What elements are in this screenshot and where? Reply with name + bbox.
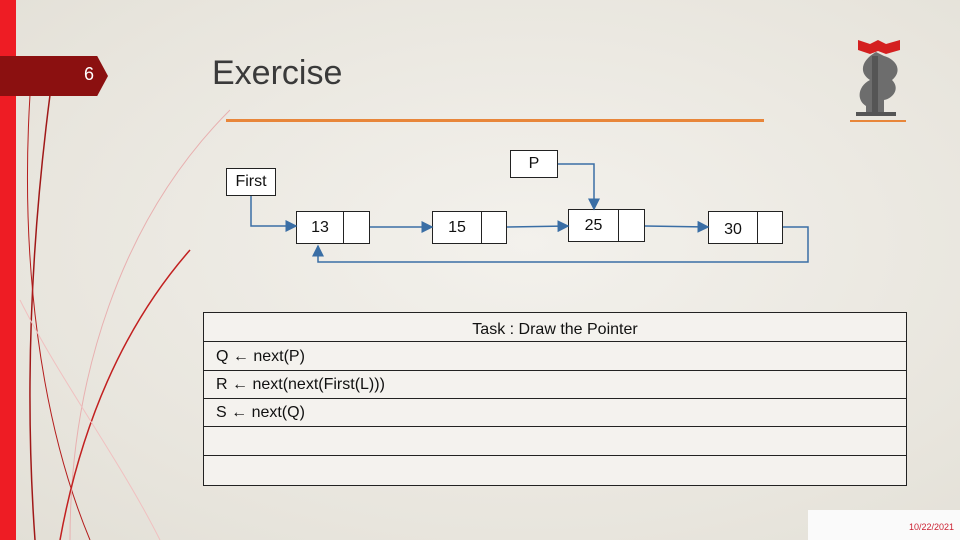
slide-title: Exercise <box>212 54 343 92</box>
task-row: S ← next(Q) <box>204 399 906 427</box>
task-row-text: R ← next(next(First(L))) <box>216 376 385 393</box>
node-4-next <box>757 211 783 244</box>
node-3-next <box>618 209 645 242</box>
next-arrow-2 <box>506 220 570 233</box>
title-underline <box>226 119 764 122</box>
slide-number-tab <box>0 56 108 96</box>
node-4-info: 30 <box>708 211 758 244</box>
first-arrow <box>250 196 298 232</box>
task-row: R ← next(next(First(L))) <box>204 371 906 399</box>
task-row-text: Q ← next(P) <box>216 348 305 365</box>
node-2-info: 15 <box>432 211 482 244</box>
node-1-info: 13 <box>296 211 344 244</box>
task-row-text: S ← next(Q) <box>216 404 305 421</box>
circular-arrow <box>312 226 809 263</box>
node-2-next <box>481 211 507 244</box>
task-row <box>204 427 906 456</box>
task-header: Task : Draw the Pointer <box>204 313 906 342</box>
left-accent-bar <box>0 0 16 540</box>
next-arrow-3 <box>644 220 710 233</box>
logo-underline <box>850 120 906 122</box>
footer-box <box>808 510 960 540</box>
pointer-p-box: P <box>510 150 558 178</box>
node-1-next <box>343 211 370 244</box>
task-header-text: Task : Draw the Pointer <box>472 321 638 338</box>
slide-date: 10/22/2021 <box>908 522 954 532</box>
task-table: Task : Draw the Pointer Q ← next(P) R ← … <box>203 312 907 486</box>
task-row: Q ← next(P) <box>204 342 906 371</box>
task-row <box>204 456 906 485</box>
slide-number: 6 <box>84 64 95 84</box>
pointer-first-box: First <box>226 168 276 196</box>
p-arrow <box>558 163 600 211</box>
